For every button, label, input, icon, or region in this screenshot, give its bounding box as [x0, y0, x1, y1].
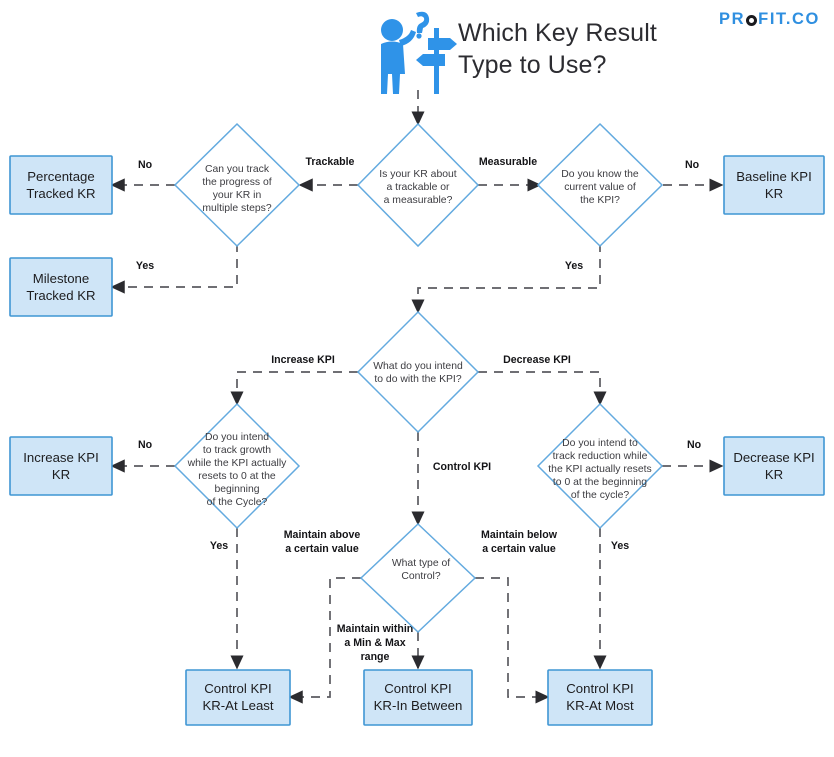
result-control-kpi-at-most[interactable]: Control KPI KR-At Most — [547, 669, 653, 726]
svg-text:KR-At Least: KR-At Least — [202, 698, 273, 713]
svg-text:to track growth: to track growth — [203, 445, 271, 456]
decision-growth-reset[interactable]: Do you intend to track growth while the … — [173, 402, 301, 530]
svg-text:Maintain within: Maintain within — [337, 623, 414, 635]
decision-intend-with-kpi[interactable]: What do you intend to do with the KPI? — [356, 310, 480, 434]
decision-reduction-reset[interactable]: Do you intend to track reduction while t… — [536, 402, 664, 530]
edge-label-yes-value: Yes — [565, 260, 583, 272]
edge-decrease-kpi — [478, 371, 607, 406]
svg-text:KR-In Between: KR-In Between — [374, 698, 463, 713]
svg-text:the KPI actually resets: the KPI actually resets — [548, 464, 651, 475]
header: Which Key Result Type to Use? PR FIT.CO — [0, 0, 834, 104]
edge-label-trackable: Trackable — [306, 156, 355, 168]
result-baseline-kpi-kr[interactable]: Baseline KPI KR — [723, 155, 825, 215]
svg-text:Control KPI: Control KPI — [384, 681, 451, 696]
result-percentage-tracked-kr[interactable]: Percentage Tracked KR — [9, 155, 113, 215]
svg-text:current value of: current value of — [564, 182, 636, 193]
svg-text:a trackable or: a trackable or — [387, 182, 450, 193]
svg-text:Baseline KPI: Baseline KPI — [736, 169, 812, 184]
edge-label-yes-growth: Yes — [210, 540, 228, 552]
svg-text:to do with the KPI?: to do with the KPI? — [374, 374, 461, 385]
svg-text:Maintain below: Maintain below — [481, 529, 558, 541]
svg-text:What do you intend: What do you intend — [373, 361, 463, 372]
svg-text:to 0 at the beginning: to 0 at the beginning — [553, 477, 647, 488]
edge-label-control-kpi: Control KPI — [433, 461, 491, 473]
page-title: Which Key Result Type to Use? — [458, 18, 708, 81]
profit-co-logo: PR FIT.CO — [719, 10, 820, 29]
edge-label-maintain-within: Maintain within a Min & Max range — [337, 623, 414, 663]
svg-text:Control KPI: Control KPI — [566, 681, 633, 696]
edge-label-maintain-above: Maintain above a certain value — [284, 529, 361, 555]
edge-yes-value — [411, 243, 601, 314]
svg-text:of the Cycle?: of the Cycle? — [207, 497, 268, 508]
edge-increase-kpi — [230, 371, 358, 406]
svg-text:Control?: Control? — [401, 571, 440, 582]
svg-text:resets to 0 at the: resets to 0 at the — [198, 471, 276, 482]
person-thinking-signpost-icon — [372, 6, 458, 103]
svg-text:Milestone: Milestone — [33, 271, 89, 286]
svg-text:a certain value: a certain value — [285, 543, 359, 555]
edge-yes-steps — [110, 243, 238, 294]
svg-text:Do you intend: Do you intend — [205, 432, 269, 443]
svg-text:multiple steps?: multiple steps? — [202, 203, 272, 214]
edge-label-measurable: Measurable — [479, 156, 537, 168]
edge-label-decrease-kpi: Decrease KPI — [503, 354, 571, 366]
svg-text:your KR in: your KR in — [213, 190, 262, 201]
edge-maintain-below — [475, 577, 550, 704]
logo-text-post: FIT.CO — [758, 10, 820, 28]
svg-text:while the KPI actually: while the KPI actually — [187, 458, 288, 469]
edge-label-yes-steps: Yes — [136, 260, 154, 272]
svg-text:Percentage: Percentage — [27, 169, 94, 184]
edge-label-no-growth: No — [138, 439, 153, 451]
svg-text:Is your KR about: Is your KR about — [379, 169, 457, 180]
edge-label-yes-reduction: Yes — [611, 540, 629, 552]
result-milestone-tracked-kr[interactable]: Milestone Tracked KR — [9, 257, 113, 317]
svg-text:Decrease KPI: Decrease KPI — [733, 450, 814, 465]
svg-text:KR: KR — [765, 467, 783, 482]
svg-text:Tracked KR: Tracked KR — [26, 288, 95, 303]
svg-text:Do you intend to: Do you intend to — [562, 438, 638, 449]
decision-start-question[interactable]: Is your KR about a trackable or a measur… — [356, 122, 480, 248]
svg-text:the KPI?: the KPI? — [580, 195, 620, 206]
svg-text:a Min & Max: a Min & Max — [344, 637, 405, 649]
svg-text:Control KPI: Control KPI — [204, 681, 271, 696]
title-line-2: Type to Use? — [458, 50, 607, 79]
svg-text:a certain value: a certain value — [482, 543, 556, 555]
edge-label-no-reduction: No — [687, 439, 702, 451]
svg-text:KR-At Most: KR-At Most — [566, 698, 634, 713]
edge-label-no-value: No — [685, 159, 700, 171]
decision-track-steps[interactable]: Can you track the progress of your KR in… — [173, 122, 301, 248]
svg-text:KR: KR — [52, 467, 70, 482]
result-control-kpi-in-between[interactable]: Control KPI KR-In Between — [363, 669, 473, 726]
svg-text:the progress of: the progress of — [202, 177, 271, 188]
edge-label-no-steps: No — [138, 159, 153, 171]
svg-text:range: range — [361, 651, 390, 663]
result-control-kpi-at-least[interactable]: Control KPI KR-At Least — [185, 669, 291, 726]
svg-text:Do you know the: Do you know the — [561, 169, 639, 180]
svg-text:of the cycle?: of the cycle? — [571, 490, 630, 501]
result-decrease-kpi-kr[interactable]: Decrease KPI KR — [723, 436, 825, 496]
edge-label-maintain-below: Maintain below a certain value — [481, 529, 558, 555]
logo-target-icon — [746, 15, 758, 26]
svg-text:Increase KPI: Increase KPI — [23, 450, 99, 465]
edge-label-increase-kpi: Increase KPI — [271, 354, 335, 366]
svg-text:Maintain above: Maintain above — [284, 529, 361, 541]
svg-text:a measurable?: a measurable? — [384, 195, 453, 206]
svg-text:Can you track: Can you track — [205, 164, 270, 175]
logo-text-pre: PR — [719, 10, 746, 28]
svg-text:Tracked KR: Tracked KR — [26, 186, 95, 201]
result-increase-kpi-kr[interactable]: Increase KPI KR — [9, 436, 113, 496]
decision-control-type[interactable]: What type of Control? — [359, 522, 477, 634]
decision-know-current-value[interactable]: Do you know the current value of the KPI… — [536, 122, 664, 248]
svg-text:What type of: What type of — [392, 558, 450, 569]
svg-text:KR: KR — [765, 186, 783, 201]
svg-text:beginning: beginning — [214, 484, 259, 495]
title-line-1: Which Key Result — [458, 19, 657, 47]
svg-text:track reduction while: track reduction while — [553, 451, 648, 462]
